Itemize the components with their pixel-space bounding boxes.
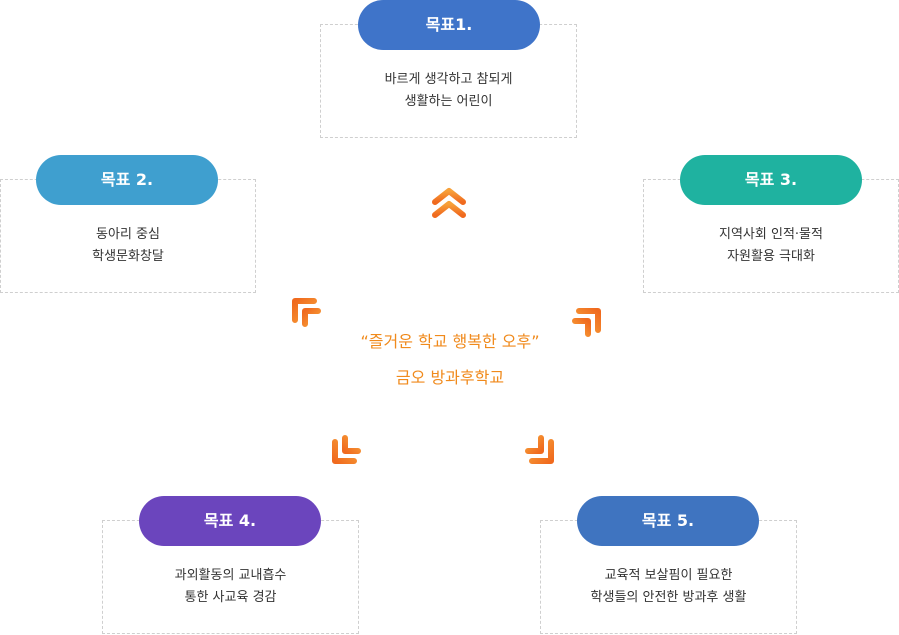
goal-5-line1: 교육적 보살핌이 필요한 [604,568,733,583]
center-slogan: “즐거운 학교 행복한 오후” [360,332,540,351]
goal-1-title: 목표1. [358,0,540,50]
chevron-down-left-icon [332,435,361,464]
chevron-down-right-icon [525,435,554,464]
goal-4-line2: 통한 사교육 경감 [184,590,277,605]
goal-3-line1: 지역사회 인적·물적 [719,227,823,242]
goal-5-description: 교육적 보살핌이 필요한 학생들의 안전한 방과후 생활 [541,565,796,609]
goal-2-description: 동아리 중심 학생문화창달 [1,224,255,268]
center-title: 금오 방과후학교 [395,368,505,387]
goal-4-title: 목표 4. [139,496,321,546]
goal-4-line1: 과외활동의 교내흡수 [174,568,287,583]
goal-2-line2: 학생문화창달 [92,249,164,264]
goal-5-title: 목표 5. [577,496,759,546]
goal-1-description: 바르게 생각하고 참되게 생활하는 어린이 [321,69,576,113]
goal-3-description: 지역사회 인적·물적 자원활용 극대화 [644,224,898,268]
goal-3-line2: 자원활용 극대화 [727,249,815,264]
goal-1-line2: 생활하는 어린이 [404,94,493,109]
goal-3-title: 목표 3. [680,155,862,205]
goal-5-line2: 학생들의 안전한 방과후 생활 [590,590,747,605]
chevron-up-icon [432,188,466,218]
goal-5-box: 교육적 보살핌이 필요한 학생들의 안전한 방과후 생활 [540,520,797,634]
chevron-up-left-icon [292,298,321,327]
goal-4-description: 과외활동의 교내흡수 통한 사교육 경감 [103,565,358,609]
goal-2-title: 목표 2. [36,155,218,205]
goal-2-line1: 동아리 중심 [96,227,160,242]
chevron-up-right-icon [572,308,601,337]
goal-1-line1: 바르게 생각하고 참되게 [384,72,513,87]
